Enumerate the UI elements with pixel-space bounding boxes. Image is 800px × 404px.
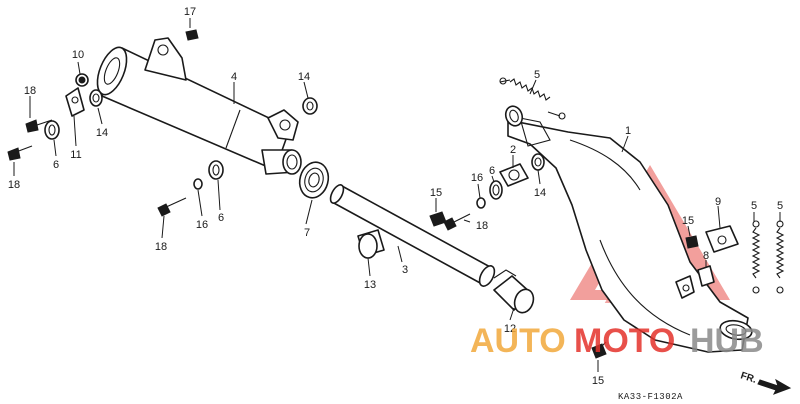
bolt-15-mid xyxy=(429,211,447,227)
callout-6-left: 6 xyxy=(53,159,59,171)
callout-14-top: 14 xyxy=(298,71,310,83)
callout-16-left: 16 xyxy=(196,219,208,231)
leader-lines xyxy=(13,18,781,372)
bracket-11 xyxy=(65,87,85,117)
spring-5-right xyxy=(775,220,785,294)
callout-15-lower: 15 xyxy=(592,375,604,387)
front-arrow-icon xyxy=(757,378,792,395)
grommet-14-right xyxy=(531,153,545,171)
gasket-7 xyxy=(298,161,330,199)
bolt-18-left-upper xyxy=(25,119,53,133)
watermark-moto: MOTO xyxy=(574,322,675,360)
callout-18-left-lower: 18 xyxy=(8,179,20,191)
callout-12: 12 xyxy=(504,323,516,335)
bolt-15-lower xyxy=(591,341,607,359)
washer-16-left xyxy=(193,178,203,190)
callout-4: 4 xyxy=(231,71,237,83)
grommet-6-center xyxy=(208,160,224,180)
watermark-auto: AUTO xyxy=(470,322,566,360)
grommet-6-left xyxy=(44,120,60,140)
washer-16-mid xyxy=(476,197,486,209)
diagram-code: KA33-F1302A xyxy=(618,392,683,402)
direction-label: FR. xyxy=(739,370,758,386)
callouts: 1 2 3 4 5 5 5 6 6 6 7 8 9 10 11 12 13 14… xyxy=(8,6,783,387)
callout-13: 13 xyxy=(364,279,376,291)
callout-15-mid: 15 xyxy=(430,187,442,199)
callout-5-right: 5 xyxy=(777,200,783,212)
callout-6-center: 6 xyxy=(218,212,224,224)
callout-18-mid: 18 xyxy=(476,220,488,232)
callout-8: 8 xyxy=(703,250,709,262)
callout-2: 2 xyxy=(510,144,516,156)
watermark-text: AUTO MOTO HUB xyxy=(470,322,764,360)
callout-18-left-upper: 18 xyxy=(24,85,36,97)
callout-7: 7 xyxy=(304,227,310,239)
bracket-9 xyxy=(705,225,739,253)
nut-10 xyxy=(75,73,89,87)
callout-16-mid: 16 xyxy=(471,172,483,184)
front-direction-indicator: FR. xyxy=(739,370,792,395)
callout-17: 17 xyxy=(184,6,196,18)
callout-10: 10 xyxy=(72,49,84,61)
grommet-6-mid xyxy=(489,180,503,200)
callout-14-right: 14 xyxy=(534,187,546,199)
callout-14-left: 14 xyxy=(96,127,108,139)
callout-18-center: 18 xyxy=(155,241,167,253)
watermark-hub: HUB xyxy=(690,322,764,360)
exhaust-expansion-chamber xyxy=(504,105,753,353)
spring-5-left xyxy=(751,220,761,294)
bolt-18-left-lower xyxy=(7,145,33,161)
callout-5-left: 5 xyxy=(751,200,757,212)
callout-9: 9 xyxy=(715,196,721,208)
tail-pipe xyxy=(329,184,496,287)
callout-15-right: 15 xyxy=(682,215,694,227)
nut-17 xyxy=(185,29,199,41)
callout-3: 3 xyxy=(402,264,408,276)
callout-1: 1 xyxy=(625,125,631,137)
bolt-15-right xyxy=(685,235,699,249)
callout-6-mid: 6 xyxy=(489,165,495,177)
grommet-14-top xyxy=(302,97,318,115)
grommet-14-left xyxy=(89,89,103,107)
joint-band-13 xyxy=(357,229,385,259)
bolt-18-mid xyxy=(443,213,471,231)
bolt-18-center xyxy=(157,197,187,217)
spring-5-upper xyxy=(499,77,566,120)
silencer-muffler xyxy=(96,37,302,175)
callout-5-upper: 5 xyxy=(534,69,540,81)
callout-11: 11 xyxy=(70,149,81,161)
flange-2 xyxy=(499,163,529,187)
joint-collar-12 xyxy=(493,269,535,314)
